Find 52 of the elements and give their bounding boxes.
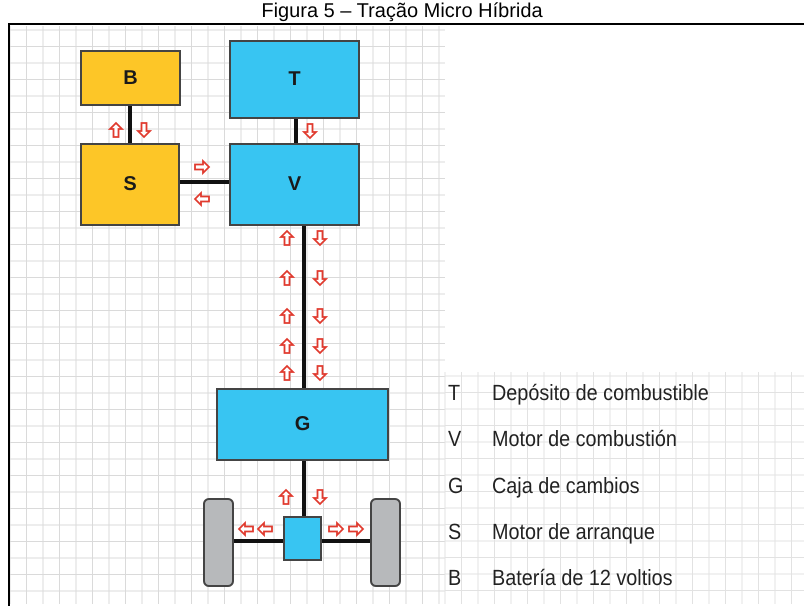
direction-arrow [302,123,318,140]
direction-arrow [194,190,210,208]
direction-arrow [278,488,294,505]
legend-letter: V [448,426,462,452]
direction-arrow [278,230,296,246]
direction-arrow [312,308,328,324]
direction-arrow [136,122,152,138]
component-box [229,143,360,226]
connector-line [302,226,306,388]
direction-arrow [328,520,344,538]
connector-line [294,119,298,143]
legend-description: Motor de arranque [492,518,655,545]
direction-arrow [278,270,296,286]
direction-arrow [312,338,328,354]
direction-arrow [256,520,273,538]
direction-arrow [278,308,296,324]
wheel [370,498,401,587]
legend-letter: S [448,518,462,545]
direction-arrow [108,122,124,138]
component-letter: G [294,413,310,436]
legend-description: Motor de combustión [492,426,677,452]
legend-letter: T [448,380,460,406]
direction-arrow [194,158,210,176]
direction-arrow [312,270,328,286]
figure-title: Figura 5 – Tração Micro Híbrida [260,0,544,22]
component-letter: S [123,173,137,196]
legend-description: Depósito de combustible [492,380,709,406]
component-letter: T [288,68,301,91]
legend-letter: B [448,565,462,592]
legend-description: Caja de cambios [492,472,640,499]
component-box [216,388,389,461]
connector-line [128,106,132,143]
direction-arrow [312,489,328,506]
direction-arrow [278,364,296,381]
connector-line [322,539,370,543]
connector-line [180,180,229,184]
connector-line [302,461,306,516]
direction-arrow [312,230,328,246]
component-letter: B [123,66,138,90]
component-box [80,50,181,106]
component-letter: V [288,173,302,196]
legend-description: Batería de 12 voltios [492,565,673,592]
direction-arrow [312,365,328,382]
differential-box [283,516,322,561]
direction-arrow [278,338,296,354]
direction-arrow [238,520,254,538]
component-box [80,143,180,226]
direction-arrow [348,520,364,538]
wheel [203,498,234,587]
legend-letter: G [448,472,464,499]
connector-line [234,539,283,543]
component-box [229,40,360,119]
